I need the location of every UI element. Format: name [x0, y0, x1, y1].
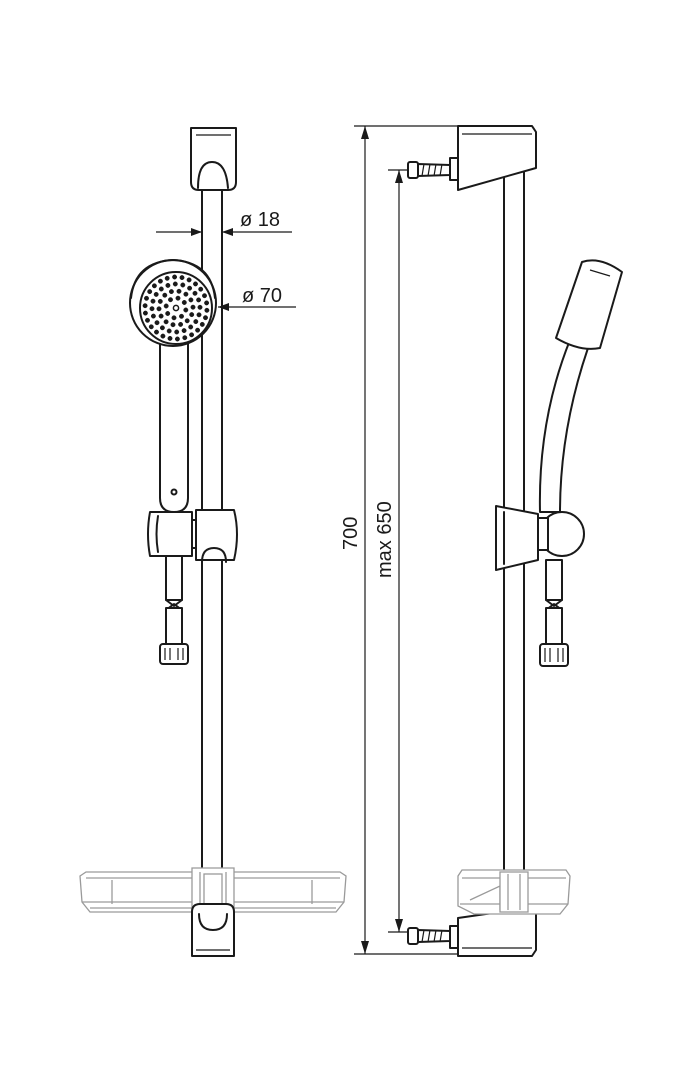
- nozzle-dot: [179, 275, 185, 281]
- max-spacing-label: max 650: [374, 501, 396, 578]
- nozzle-dot: [204, 300, 210, 306]
- nozzle-dot: [186, 277, 192, 283]
- nozzle-dot: [144, 295, 149, 301]
- nozzle-dot: [168, 289, 174, 295]
- nozzle-dot: [189, 332, 195, 338]
- nozzle-dot: [179, 313, 184, 319]
- front-bottom-bracket: [191, 903, 235, 957]
- nozzle-dot: [195, 327, 201, 333]
- nozzle-dot: [174, 336, 180, 342]
- nozzle-dot: [166, 328, 172, 334]
- nozzle-dot: [197, 304, 203, 310]
- front-soap-tray: [79, 867, 347, 913]
- side-bottom-screw: [407, 927, 451, 945]
- rail-diameter-dimension: ø 18: [156, 209, 292, 236]
- nozzle-dot: [196, 312, 202, 318]
- nozzle-dot: [172, 274, 178, 280]
- nozzle-dot: [150, 298, 156, 304]
- nozzle-dot: [165, 311, 171, 316]
- nozzle-dot: [193, 319, 199, 325]
- nozzle-dot: [172, 304, 180, 312]
- nozzle-dot: [149, 306, 155, 312]
- nozzle-dot: [157, 278, 163, 284]
- nozzle-dot: [172, 281, 178, 287]
- nozzle-dot: [178, 321, 184, 327]
- nozzle-dot: [183, 307, 189, 313]
- rail-diameter-label: ø 18: [240, 209, 280, 231]
- nozzle-dot: [204, 307, 210, 313]
- nozzle-dot: [153, 291, 159, 297]
- nozzle-dot: [145, 317, 150, 323]
- nozzle-dot: [158, 286, 164, 292]
- nozzle-dot: [181, 300, 187, 305]
- nozzle-dot: [188, 297, 194, 303]
- height-dimensions: 700 max 650: [340, 125, 462, 955]
- nozzle-dot: [188, 324, 194, 330]
- nozzle-dot: [165, 282, 171, 288]
- nozzle-dot: [174, 329, 180, 335]
- nozzle-dot: [193, 281, 198, 287]
- front-top-bracket: [190, 127, 237, 191]
- nozzle-dot: [160, 333, 166, 339]
- nozzle-dot: [176, 288, 182, 294]
- nozzle-dot: [187, 285, 193, 291]
- nozzle-dot: [180, 282, 186, 288]
- nozzle-dot: [150, 313, 156, 319]
- head-diameter-label: ø 70: [242, 285, 282, 307]
- nozzle-dot: [203, 315, 208, 321]
- nozzle-dot: [147, 289, 153, 295]
- nozzle-dot: [154, 320, 160, 326]
- nozzle-dot: [154, 329, 159, 335]
- side-hand-shower: [538, 259, 623, 513]
- front-hose: [159, 547, 189, 665]
- front-slider-holder: [147, 509, 238, 563]
- nozzle-dot: [184, 318, 190, 324]
- nozzle-dot: [175, 295, 181, 301]
- nozzle-dot: [189, 312, 195, 318]
- nozzle-dot: [142, 310, 148, 316]
- nozzle-dot: [167, 335, 173, 341]
- nozzle-dot: [148, 324, 154, 330]
- nozzle-dot: [159, 325, 165, 331]
- nozzle-dot: [198, 286, 204, 292]
- nozzle-dot: [151, 283, 157, 289]
- nozzle-dot: [156, 306, 162, 312]
- nozzle-dot: [183, 291, 189, 297]
- nozzle-dot: [181, 328, 187, 334]
- total-height-label: 700: [340, 517, 362, 550]
- nozzle-dot: [162, 292, 168, 298]
- side-soap-tray: [457, 869, 571, 915]
- nozzle-dot: [163, 319, 169, 325]
- nozzle-dot: [170, 322, 176, 328]
- nozzle-dot: [142, 303, 148, 309]
- side-hose: [539, 559, 569, 667]
- front-shower-head: [129, 259, 217, 347]
- side-view: [407, 125, 623, 957]
- side-top-bracket: [449, 125, 537, 191]
- nozzle-dot: [192, 290, 198, 296]
- nozzle-pattern: [142, 274, 210, 342]
- nozzle-dot: [158, 313, 164, 319]
- side-slider-holder: [495, 505, 585, 571]
- front-view: ø 18 ø 70: [79, 127, 347, 957]
- head-diameter-dimension: ø 70: [218, 285, 296, 311]
- nozzle-dot: [196, 297, 202, 303]
- side-top-screw: [407, 161, 451, 179]
- nozzle-dot: [182, 335, 188, 341]
- side-bottom-bracket: [449, 911, 537, 957]
- nozzle-dot: [164, 275, 170, 281]
- front-shower-handle: [159, 337, 189, 513]
- nozzle-dot: [168, 297, 173, 303]
- nozzle-dot: [157, 298, 163, 304]
- nozzle-dot: [190, 304, 196, 310]
- nozzle-dot: [163, 303, 169, 309]
- nozzle-dot: [199, 321, 205, 327]
- nozzle-dot: [202, 293, 207, 299]
- nozzle-dot: [171, 315, 177, 321]
